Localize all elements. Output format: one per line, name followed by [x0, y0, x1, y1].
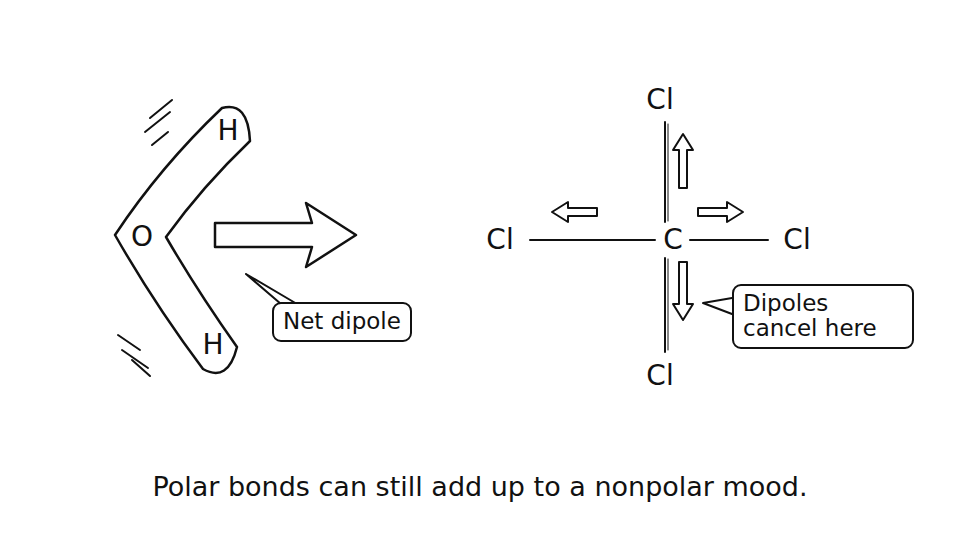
- callout-tail: [703, 298, 732, 314]
- atom-label: Cl: [646, 361, 673, 392]
- boomerang-outline: [100, 95, 275, 380]
- dipole-arrow: [673, 262, 693, 320]
- atom-label: H: [217, 116, 238, 147]
- dipole-arrow: [215, 203, 356, 267]
- dipole-arrow: [552, 202, 597, 222]
- atom-label: Cl: [486, 225, 513, 256]
- dipole-arrow: [698, 202, 743, 222]
- motion-lines: [118, 335, 150, 376]
- atom-label: O: [131, 222, 153, 253]
- callout-text: Net dipole: [283, 309, 401, 334]
- boomerang-outline: [115, 107, 250, 373]
- motion-lines: [145, 100, 172, 145]
- callout-box: Dipoles cancel here: [732, 284, 914, 349]
- callout-box: Net dipole: [272, 302, 412, 342]
- atom-label: Cl: [783, 225, 810, 256]
- atom-label: H: [202, 330, 223, 361]
- caption: Polar bonds can still add up to a nonpol…: [0, 472, 960, 502]
- callout-tail: [246, 274, 297, 304]
- callout-text: Dipoles cancel here: [743, 291, 903, 342]
- dipole-arrow: [673, 134, 693, 188]
- atom-label: C: [663, 225, 683, 256]
- atom-label: Cl: [646, 85, 673, 116]
- molecule-outline: H O H: [100, 95, 275, 380]
